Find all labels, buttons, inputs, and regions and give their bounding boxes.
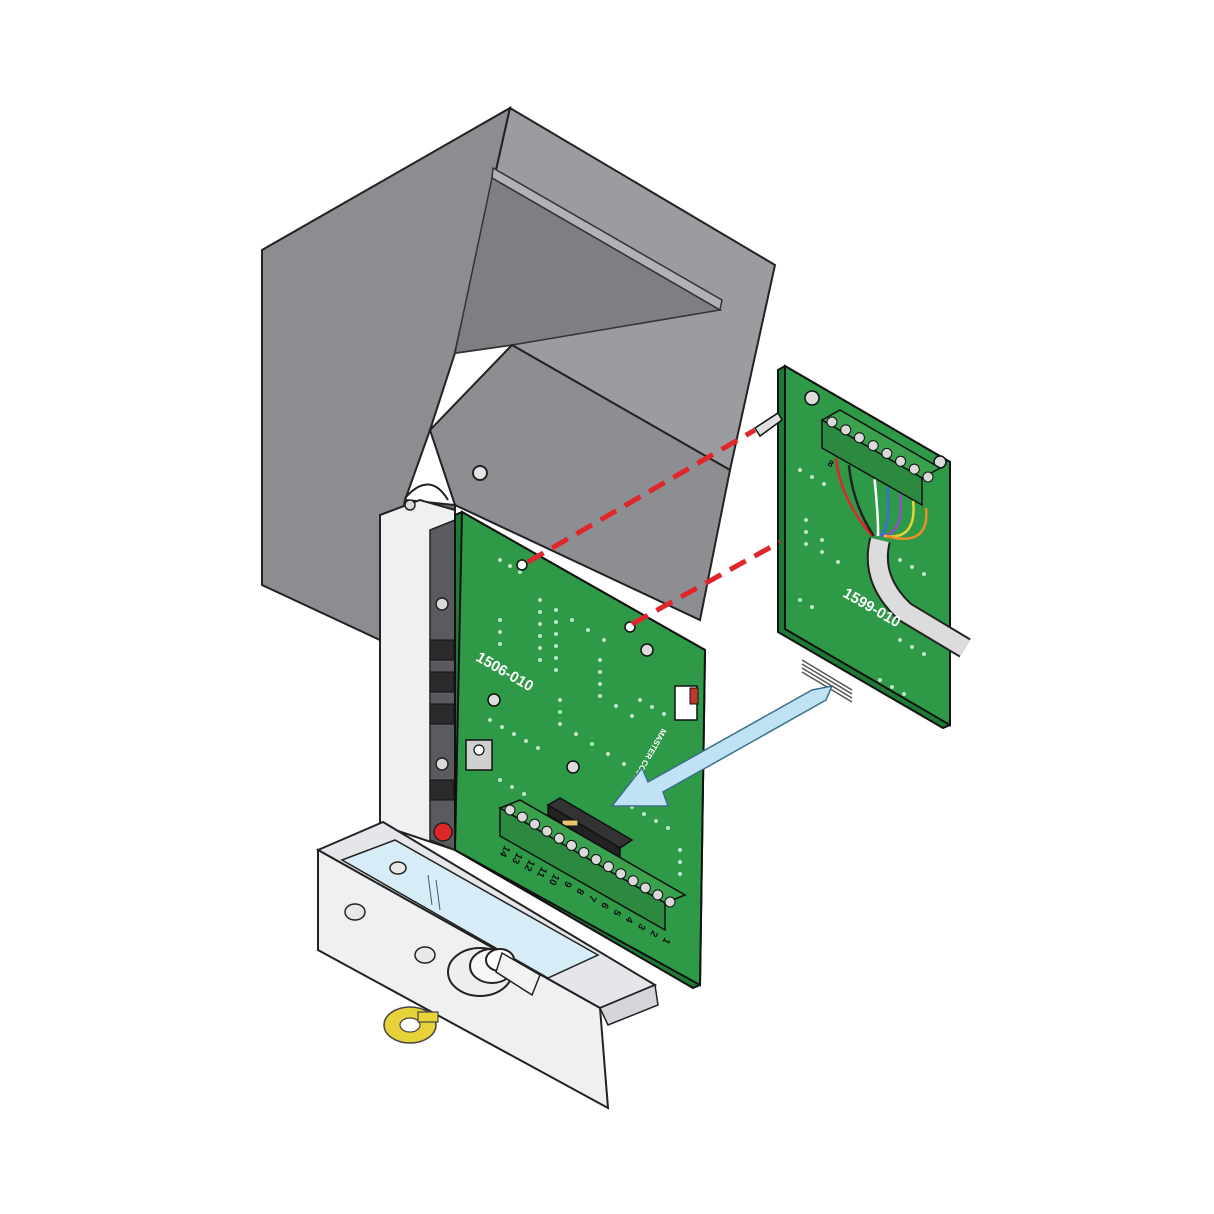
colored-wires	[834, 457, 928, 541]
alignment-line-lower	[630, 539, 782, 627]
wire	[885, 507, 928, 541]
daughter-board-traces	[798, 468, 926, 696]
daughter-terminal-screws	[826, 416, 934, 483]
wire	[847, 465, 876, 537]
wire	[860, 472, 878, 537]
terminal-screw	[541, 825, 553, 837]
main-board-holes	[516, 559, 636, 633]
housing-hinge	[404, 483, 449, 501]
terminal-screw	[504, 804, 516, 816]
standoff	[753, 411, 783, 438]
main-terminal-screws	[504, 804, 676, 908]
main-board-traces	[488, 558, 682, 876]
terminal-number: 9	[561, 879, 574, 890]
terminal-screw	[881, 447, 893, 459]
terminal-screw	[516, 811, 528, 823]
terminal-screw	[529, 818, 541, 830]
terminal-number: 7	[586, 893, 599, 904]
bracket-base-side	[598, 983, 659, 1026]
red-led	[433, 822, 453, 842]
glass-plate	[340, 839, 600, 979]
terminal-number: 6	[598, 900, 611, 911]
terminal-screw	[602, 861, 614, 873]
daughter-terminal-block	[820, 409, 942, 507]
terminal-number: 10	[546, 872, 561, 888]
terminal-screw	[853, 432, 865, 444]
resistor	[561, 819, 579, 827]
terminal-screw	[639, 882, 651, 894]
terminal-screw	[590, 854, 602, 866]
housing-front-face	[428, 343, 732, 622]
voltage-regulator	[465, 739, 493, 771]
cable-inner	[868, 537, 970, 656]
terminal-screw	[553, 832, 565, 844]
mounting-bracket	[315, 498, 659, 1110]
terminal-number: 14	[497, 844, 512, 860]
terminal-number: 4	[622, 914, 635, 925]
daughter-board-screws	[804, 390, 947, 469]
alignment-lines	[526, 427, 782, 627]
insertion-arrow	[610, 684, 834, 807]
wire	[873, 479, 880, 537]
wire	[834, 457, 873, 537]
terminal-number: 12	[521, 858, 536, 874]
insertion-arrow-shape	[610, 684, 834, 807]
main-board-screws	[487, 643, 654, 774]
terminal-number: 2	[647, 928, 660, 939]
rail-clips	[429, 639, 455, 801]
alignment-line-upper	[526, 427, 757, 565]
terminal-screw	[867, 440, 879, 452]
daughter-board: 1599-010 8	[753, 364, 971, 730]
key-icon	[383, 1006, 439, 1044]
terminal-screw	[922, 471, 934, 483]
wire	[879, 486, 890, 537]
lock-cylinder	[447, 947, 541, 997]
terminal-number: 13	[509, 851, 524, 867]
terminal-screw	[627, 875, 639, 887]
terminal-number: 8	[573, 886, 586, 897]
terminal-number: 5	[610, 907, 623, 918]
terminal-screw	[566, 839, 578, 851]
base-screws	[344, 861, 436, 964]
terminal-screw	[826, 416, 838, 428]
terminal-screw	[840, 424, 852, 436]
master-code-switch	[674, 685, 699, 721]
plate-glare	[427, 874, 441, 911]
daughter-terminal-label-8: 8	[826, 458, 835, 469]
daughter-board-face	[784, 364, 951, 727]
main-terminal-block	[498, 799, 687, 932]
terminal-number: 1	[659, 936, 672, 947]
terminal-screw	[895, 455, 907, 467]
terminal-screw	[908, 463, 920, 475]
terminal-screw	[652, 889, 664, 901]
terminal-screw	[664, 896, 676, 908]
terminal-screw	[615, 868, 627, 880]
bracket-screws	[404, 499, 449, 771]
terminal-screw	[578, 846, 590, 858]
main-board-face	[453, 510, 707, 987]
housing-screw-hole	[472, 465, 488, 481]
terminal-number: 3	[635, 921, 648, 932]
